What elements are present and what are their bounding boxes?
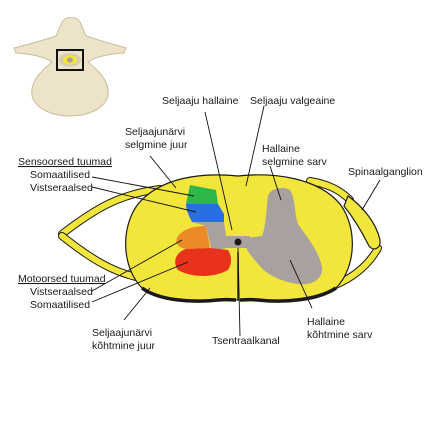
motor-visceral-nucleus <box>176 226 210 249</box>
label-seljaaju-hallaine: Seljaaju hallaine <box>162 95 239 107</box>
sensory-visceral-nucleus <box>186 204 224 222</box>
label-tsentraalkanal: Tsentraalkanal <box>212 335 280 347</box>
gray-matter-left <box>175 185 231 276</box>
label-ventral-root-line1: Seljaajunärvi <box>92 327 152 339</box>
label-spinaalganglion: Spinaalganglion <box>348 166 423 178</box>
label-dorsal-horn-line1: Hallaine <box>262 143 300 155</box>
label-motoorsed-tuumad: Motoorsed tuumad <box>18 273 106 285</box>
label-dorsal-root-line2: selgmine juur <box>125 139 188 151</box>
label-dorsal-horn-line2: selgmine sarv <box>262 156 328 168</box>
label-sensory-visceral: Vistseraalsed <box>30 182 93 194</box>
leader-lines <box>91 105 381 337</box>
label-ventral-horn-line1: Hallaine <box>307 316 345 328</box>
label-motor-somatic: Somaatilised <box>30 299 90 311</box>
label-sensoorsed-tuumad: Sensoorsed tuumad <box>18 156 112 168</box>
label-motor-visceral: Vistseraalsed <box>30 286 93 298</box>
gray-matter-right <box>247 188 323 285</box>
motor-somatic-nucleus <box>175 248 231 276</box>
label-ventral-horn-line2: kõhtmine sarv <box>307 329 373 341</box>
zoom-box <box>56 49 84 71</box>
gray-matter-left-mid <box>192 222 226 252</box>
ventral-rim <box>140 286 337 303</box>
label-ventral-root-line2: kõhtmine juur <box>92 340 156 352</box>
label-sensory-somatic: Somaatilised <box>30 169 90 181</box>
vertebra-thumbnail <box>13 17 127 117</box>
labels: Seljaaju hallaine Seljaaju valgeaine Sel… <box>18 95 423 352</box>
sensory-somatic-nucleus <box>186 185 218 204</box>
label-seljaaju-valgeaine: Seljaaju valgeaine <box>250 95 335 107</box>
spinal-ganglion <box>343 195 381 250</box>
central-canal <box>234 238 242 246</box>
mini-gray-matter <box>67 57 73 63</box>
label-dorsal-root-line1: Seljaajunärvi <box>125 126 185 138</box>
